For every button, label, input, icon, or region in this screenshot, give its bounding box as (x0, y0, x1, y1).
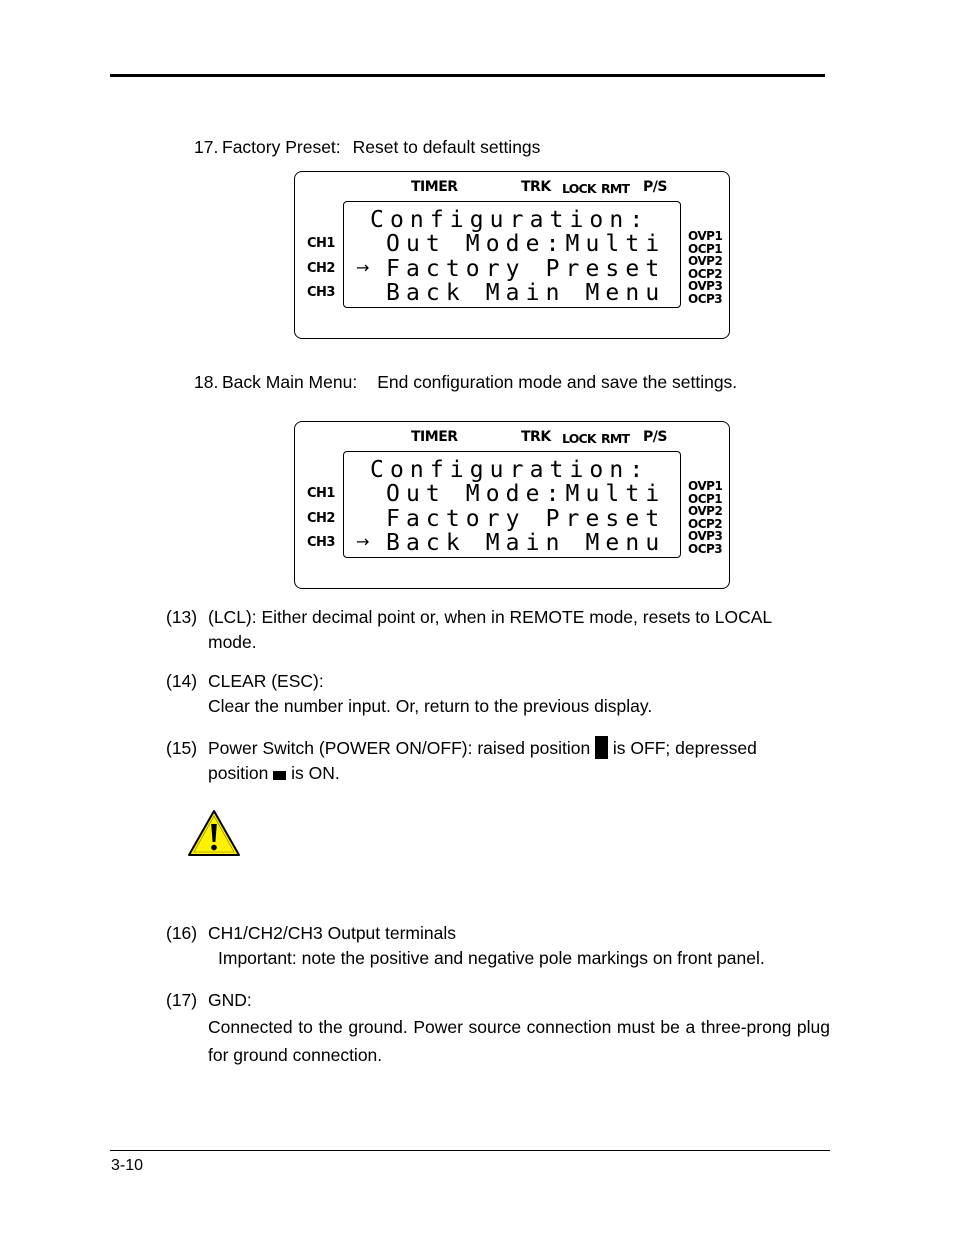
ps-indicator: P/S (643, 429, 667, 445)
ch1-label: CH1 (307, 236, 335, 251)
lock-indicator: LOCK (562, 181, 597, 196)
lcd-display-back-main-menu: TIMER TRK LOCK RMT P/S CH1 CH2 CH3 Confi… (294, 421, 730, 589)
ch2-label: CH2 (307, 261, 335, 276)
item-16-number: (16) (166, 923, 198, 943)
item-14-desc: Clear the number input. Or, return to th… (208, 696, 653, 716)
ocp2-indicator: OCP2 (688, 516, 723, 531)
timer-indicator: TIMER (411, 179, 458, 195)
item-16-title: CH1/CH2/CH3 Output terminals (208, 923, 456, 943)
item-16-desc: Important: note the positive and negativ… (218, 948, 765, 968)
switch-on-symbol-icon (273, 771, 287, 780)
page-number: 3-10 (111, 1157, 144, 1174)
step-17-desc: Reset to default settings (352, 137, 541, 157)
step-18-desc: End configuration mode and save the sett… (377, 372, 738, 392)
lcd-line-4: Back Main Menu (386, 280, 666, 306)
step-17-title: Factory Preset: (222, 137, 341, 157)
ovp2-indicator: OVP2 (688, 504, 723, 519)
item-17-number: (17) (166, 990, 198, 1010)
trk-indicator: TRK (521, 179, 551, 195)
ocp3-indicator: OCP3 (688, 541, 723, 556)
ovp1-indicator: OVP1 (688, 479, 723, 493)
ocp3-indicator: OCP3 (688, 291, 723, 306)
switch-off-symbol-icon (595, 736, 609, 759)
step-18-title: Back Main Menu: (222, 372, 358, 392)
ovp3-indicator: OVP3 (688, 279, 723, 294)
item-17-title: GND: (208, 990, 252, 1010)
ocp1-indicator: OCP1 (688, 491, 723, 506)
ch3-label: CH3 (307, 285, 335, 300)
lcd-line-2: Out Mode:Multi (386, 481, 666, 507)
ocp1-indicator: OCP1 (688, 241, 723, 256)
lcd-line-1: Configuration: (370, 207, 650, 233)
lcd-screen: Configuration: Out Mode:Multi Factory Pr… (343, 451, 681, 558)
protection-indicators: OVP1 OCP1 OVP2 OCP2 OVP3 OCP3 (688, 479, 723, 556)
header-rule (110, 74, 825, 77)
item-15-text-3: position (208, 763, 269, 783)
ovp2-indicator: OVP2 (688, 254, 723, 269)
trk-indicator: TRK (521, 429, 551, 445)
item-15-text-2: is OFF; depressed (612, 738, 757, 758)
ch3-label: CH3 (307, 535, 335, 550)
lcd-line-1: Configuration: (370, 457, 650, 483)
lcd-display-factory-preset: TIMER TRK LOCK RMT P/S CH1 CH2 CH3 Confi… (294, 171, 730, 339)
item-13-number: (13) (166, 607, 198, 627)
lock-indicator: LOCK (562, 431, 597, 446)
item-17-desc: Connected to the ground. Power source co… (208, 1017, 830, 1065)
ch2-label: CH2 (307, 511, 335, 526)
footer-rule (110, 1150, 830, 1151)
warning-triangle-icon (188, 810, 240, 856)
step-17-heading: 17.Factory Preset:Reset to default setti… (194, 137, 541, 157)
ch1-label: CH1 (307, 486, 335, 501)
item-15-number: (15) (166, 738, 198, 758)
lcd-screen: Configuration: Out Mode:Multi → Factory … (343, 201, 681, 308)
lcd-line-3: Factory Preset (386, 506, 666, 532)
rmt-indicator: RMT (601, 181, 630, 196)
step-18-heading: 18.Back Main Menu:End configuration mode… (194, 372, 738, 392)
lcd-line-2: Out Mode:Multi (386, 231, 666, 257)
item-15-text-4: is ON. (291, 763, 340, 783)
protection-indicators: OVP1 OCP1 OVP2 OCP2 OVP3 OCP3 (688, 229, 723, 306)
rmt-indicator: RMT (601, 431, 630, 446)
item-14-title: CLEAR (ESC): (208, 671, 324, 691)
timer-indicator: TIMER (411, 429, 458, 445)
item-13-text: (LCL): Either decimal point or, when in … (208, 607, 772, 652)
lcd-line-3: Factory Preset (386, 256, 666, 282)
item-14-number: (14) (166, 671, 198, 691)
ps-indicator: P/S (643, 179, 667, 195)
ocp2-indicator: OCP2 (688, 266, 723, 281)
item-15-text-1: Power Switch (POWER ON/OFF): raised posi… (208, 738, 591, 758)
ovp3-indicator: OVP3 (688, 529, 723, 544)
selection-arrow-icon: → (356, 532, 370, 551)
ovp1-indicator: OVP1 (688, 229, 723, 243)
selection-arrow-icon: → (356, 258, 370, 277)
lcd-line-4: Back Main Menu (386, 530, 666, 556)
